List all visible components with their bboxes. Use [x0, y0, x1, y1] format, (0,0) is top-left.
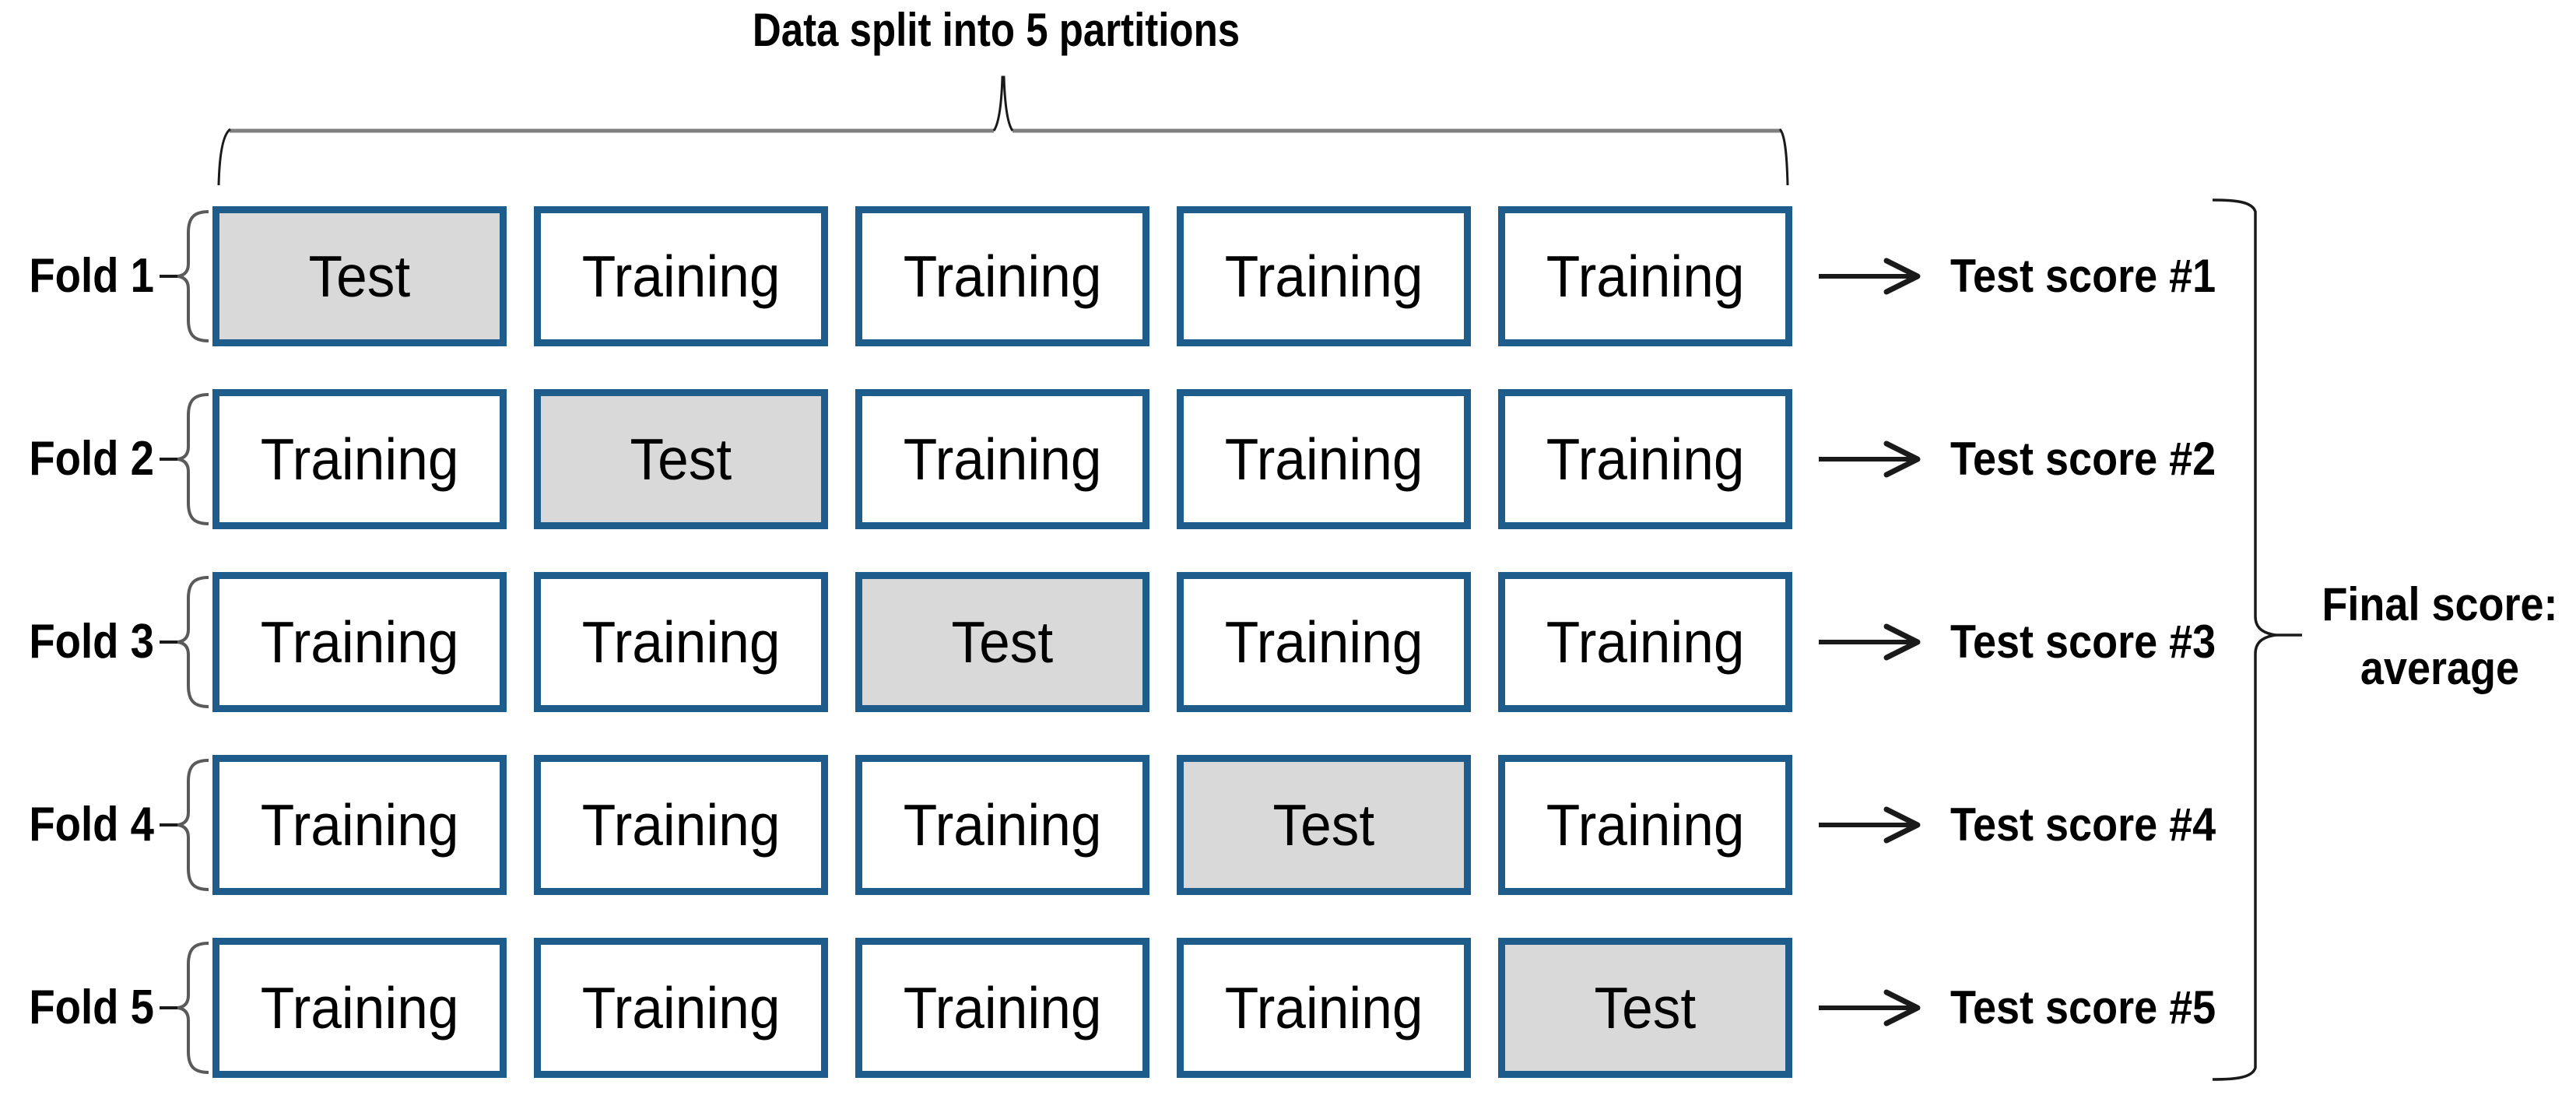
partition-box-fold3-col2-training: Training: [534, 572, 828, 712]
partition-box-fold2-col5-training: Training: [1498, 389, 1792, 529]
partition-label: Training: [581, 791, 781, 858]
partition-label: Training: [903, 974, 1102, 1041]
partition-box-fold4-col2-training: Training: [534, 755, 828, 895]
partition-box-fold5-col5-test: Test: [1498, 938, 1792, 1078]
partition-label: Training: [1224, 609, 1423, 675]
partition-box-fold5-col2-training: Training: [534, 938, 828, 1078]
partition-label: Test: [630, 426, 732, 492]
top-brace-right-curl: [1778, 128, 1789, 186]
fold-5-brace: [160, 942, 209, 1074]
partition-label: Training: [260, 609, 459, 675]
partition-label: Training: [260, 791, 459, 858]
partition-box-fold2-col4-training: Training: [1177, 389, 1471, 529]
partition-label: Training: [903, 426, 1102, 492]
partition-box-fold1-col1-test: Test: [212, 206, 507, 346]
partition-label: Training: [581, 609, 781, 675]
partition-box-fold1-col5-training: Training: [1498, 206, 1792, 346]
fold-3-label: Fold 3: [29, 615, 154, 669]
partition-label: Training: [1546, 609, 1745, 675]
partition-box-fold3-col4-training: Training: [1177, 572, 1471, 712]
arrow-fold-5: [1819, 989, 1921, 1027]
partition-label: Test: [1272, 791, 1375, 858]
partition-box-fold2-col2-test: Test: [534, 389, 828, 529]
top-partition-brace: [217, 75, 1789, 186]
partition-label: Training: [1224, 974, 1423, 1041]
final-score-label: Final score: average: [2311, 573, 2570, 700]
fold-4-brace: [160, 759, 209, 891]
partition-box-fold5-col4-training: Training: [1177, 938, 1471, 1078]
top-brace-center-spike: [992, 75, 1014, 132]
test-score-3-label: Test score #3: [1950, 616, 2216, 668]
partition-label: Training: [260, 974, 459, 1041]
test-score-1-label: Test score #1: [1950, 250, 2216, 302]
final-score-line2: average: [2360, 642, 2520, 694]
partition-box-fold1-col2-training: Training: [534, 206, 828, 346]
partition-label: Training: [1224, 426, 1423, 492]
partition-box-fold4-col3-training: Training: [855, 755, 1149, 895]
page-title: Data split into 5 partitions: [752, 4, 1241, 56]
partition-label: Training: [903, 243, 1102, 309]
partition-box-fold5-col3-training: Training: [855, 938, 1149, 1078]
fold-2-brace: [160, 393, 209, 525]
arrow-fold-3: [1819, 623, 1921, 661]
test-score-5-label: Test score #5: [1950, 981, 2216, 1034]
partition-label: Training: [581, 243, 781, 309]
partition-box-fold1-col3-training: Training: [855, 206, 1149, 346]
top-brace-left-curl: [217, 128, 231, 186]
partition-box-fold3-col3-test: Test: [855, 572, 1149, 712]
partition-label: Training: [1546, 791, 1745, 858]
partition-box-fold4-col5-training: Training: [1498, 755, 1792, 895]
fold-2-label: Fold 2: [29, 432, 154, 486]
partition-box-fold2-col1-training: Training: [212, 389, 507, 529]
partition-box-fold4-col1-training: Training: [212, 755, 507, 895]
partition-label: Training: [1224, 243, 1423, 309]
fold-1-brace: [160, 210, 209, 342]
partition-box-fold3-col1-training: Training: [212, 572, 507, 712]
partition-label: Training: [581, 974, 781, 1041]
arrow-fold-1: [1819, 258, 1921, 295]
final-score-line1: Final score:: [2322, 578, 2558, 630]
partition-label: Training: [260, 426, 459, 492]
test-score-4-label: Test score #4: [1950, 798, 2216, 851]
fold-4-label: Fold 4: [29, 798, 154, 851]
partition-label: Test: [1594, 974, 1697, 1041]
fold-3-brace: [160, 576, 209, 708]
fold-1-label: Fold 1: [29, 249, 154, 303]
partition-box-fold1-col4-training: Training: [1177, 206, 1471, 346]
partition-label: Test: [308, 243, 411, 309]
partition-label: Test: [951, 609, 1054, 675]
arrow-fold-2: [1819, 440, 1921, 478]
partition-box-fold3-col5-training: Training: [1498, 572, 1792, 712]
arrow-fold-4: [1819, 806, 1921, 844]
partition-box-fold5-col1-training: Training: [212, 938, 507, 1078]
partition-label: Training: [1546, 243, 1745, 309]
partition-label: Training: [1546, 426, 1745, 492]
partition-box-fold4-col4-test: Test: [1177, 755, 1471, 895]
fold-5-label: Fold 5: [29, 981, 154, 1034]
partition-box-fold2-col3-training: Training: [855, 389, 1149, 529]
test-score-2-label: Test score #2: [1950, 433, 2216, 485]
partition-label: Training: [903, 791, 1102, 858]
